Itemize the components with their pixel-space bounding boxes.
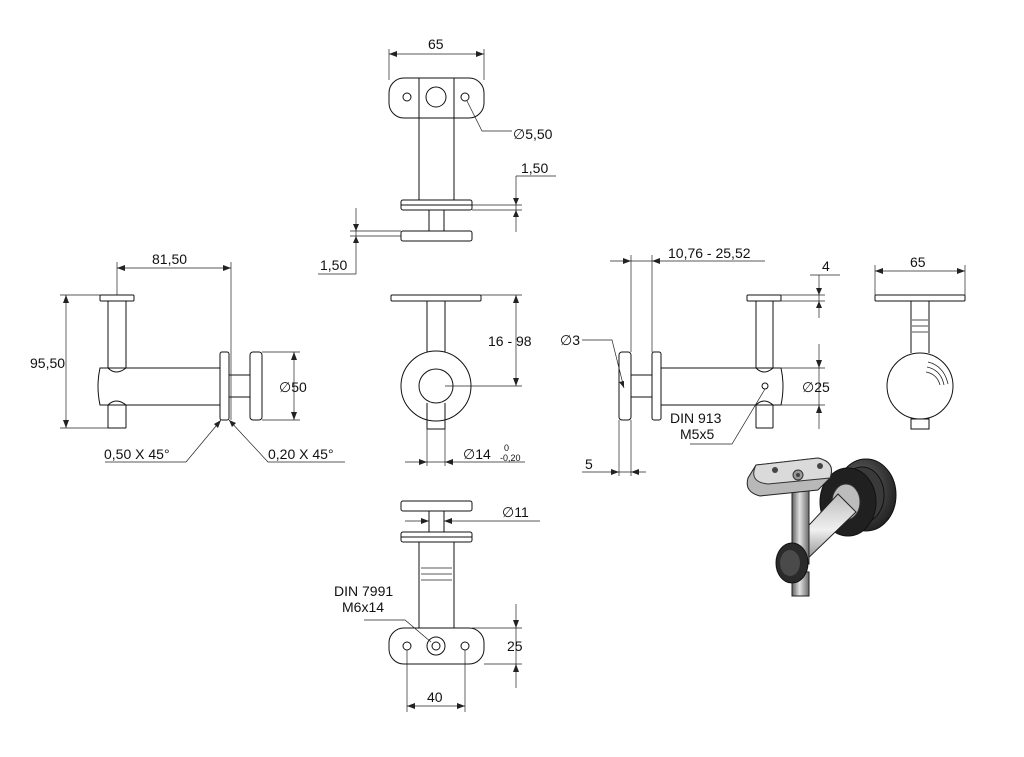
product-render-image — [746, 457, 897, 597]
dim-top-width: 65 — [428, 36, 444, 52]
dim-hole-spacing: 40 — [427, 689, 443, 705]
bottom-view: ∅11 DIN 7991 M6x14 25 40 — [334, 500, 540, 712]
end-view: 65 — [874, 254, 966, 430]
label-screw-size: M6x14 — [342, 599, 384, 615]
dim-pin-tolerance-lower: -0,20 — [500, 453, 521, 463]
dim-pin-tolerance-upper: 0 — [504, 443, 509, 453]
dim-hole-diameter: ∅5,50 — [513, 126, 553, 142]
label-screw-std: DIN 7991 — [334, 583, 393, 599]
dim-bottom-pin: ∅11 — [502, 504, 529, 520]
label-set-screw-std: DIN 913 — [670, 410, 722, 426]
label-set-screw-size: M5x5 — [680, 426, 714, 442]
dim-chamfer-left: 0,50 X 45° — [104, 446, 170, 462]
dim-flange-gap-left: 1,50 — [320, 257, 347, 273]
dim-end-width: 65 — [910, 254, 926, 270]
dim-plate-thickness: 4 — [822, 258, 830, 274]
dim-flange-thickness: 5 — [585, 456, 593, 472]
dim-left-length: 81,50 — [152, 251, 187, 267]
dim-small-hole: ∅3 — [560, 332, 580, 348]
dim-adjust-range: 10,76 - 25,52 — [668, 245, 751, 261]
front-view: 16 - 98 ∅14 0 -0,20 — [390, 294, 532, 466]
left-side-view: 81,50 95,50 ∅50 0,50 X 45° 0,20 X 45° — [30, 251, 345, 463]
dim-bottom-height: 25 — [507, 638, 523, 654]
dim-chamfer-right: 0,20 X 45° — [268, 446, 334, 462]
dim-left-height: 95,50 — [30, 355, 65, 371]
dim-disc-diameter: ∅50 — [279, 379, 307, 395]
dim-pin-diameter: ∅14 — [463, 446, 491, 462]
right-side-view: 10,76 - 25,52 ∅3 5 4 ∅25 DIN 913 M5x5 — [560, 245, 840, 476]
top-view: 65 ∅5,50 1,50 1,50 — [318, 36, 556, 275]
dim-height-range: 16 - 98 — [488, 333, 532, 349]
dim-flange-gap-top: 1,50 — [521, 160, 548, 176]
dim-tube-diameter: ∅25 — [802, 379, 830, 395]
